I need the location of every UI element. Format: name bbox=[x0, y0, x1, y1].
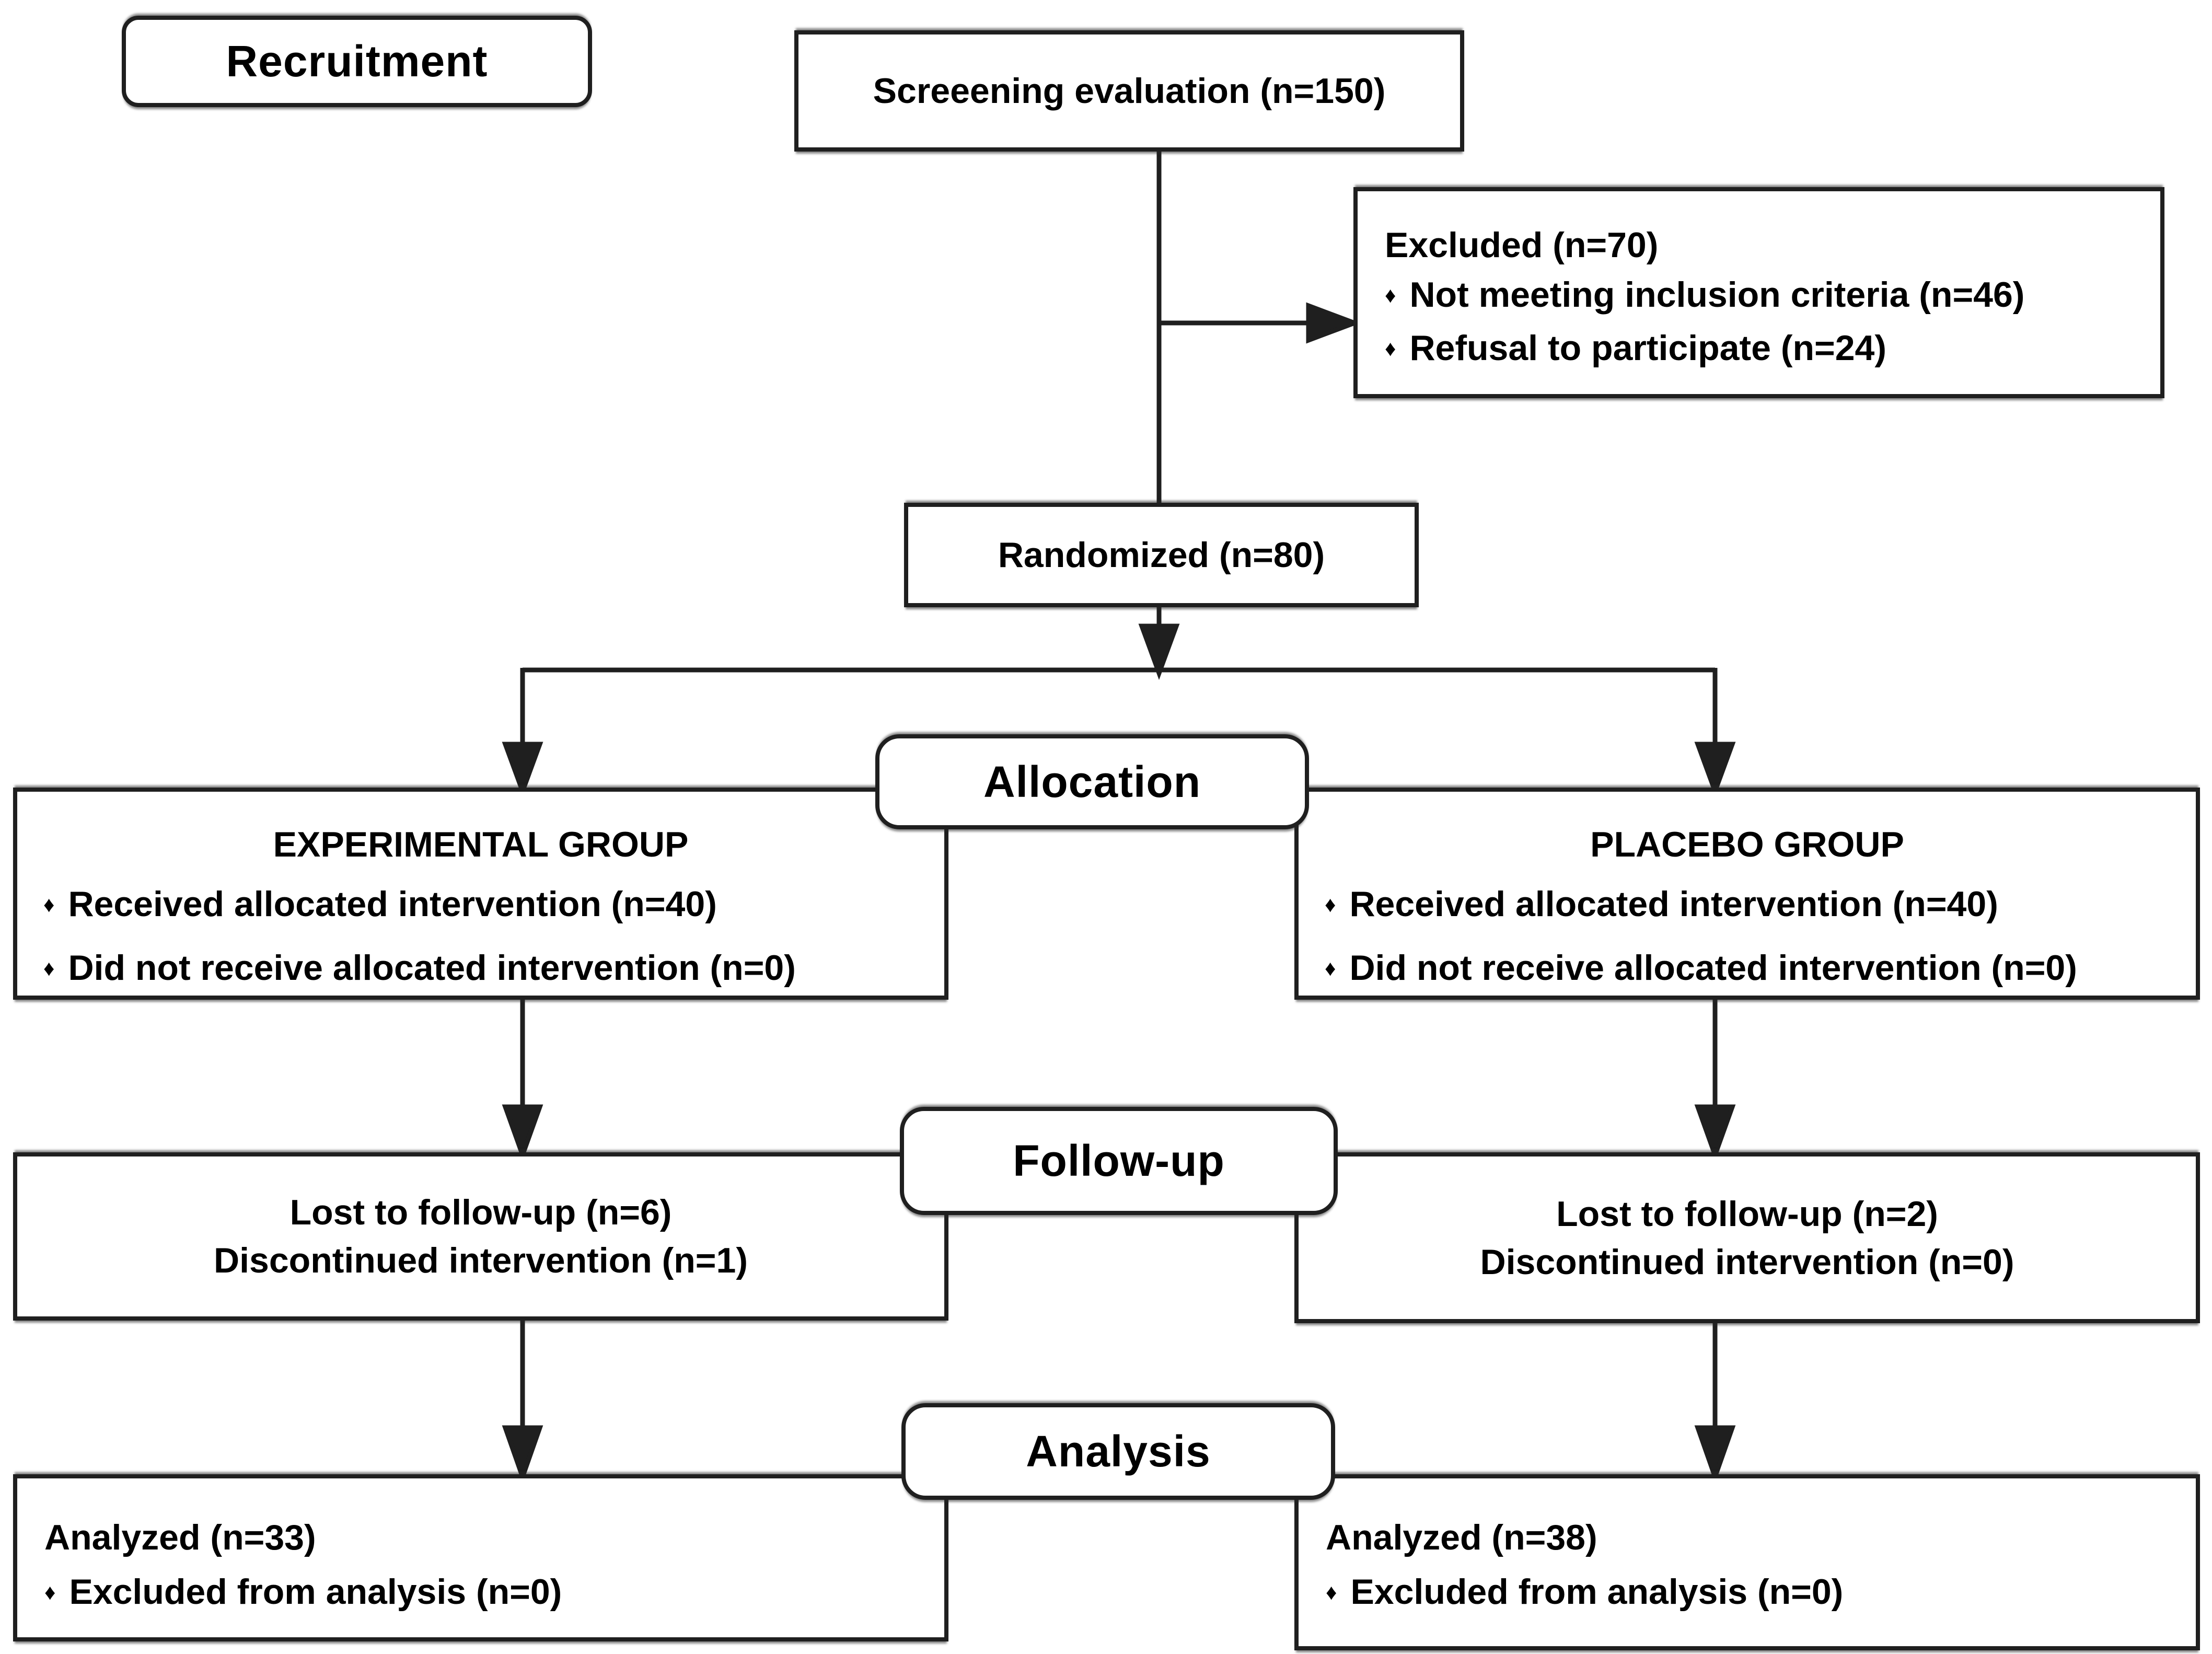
analysis-left-item: ♦ Excluded from analysis (n=0) bbox=[44, 1567, 917, 1621]
placebo-group-title: PLACEBO GROUP bbox=[1590, 825, 1904, 864]
bullet-diamond-icon: ♦ bbox=[1326, 1580, 1337, 1604]
allocation-label: Allocation bbox=[983, 757, 1201, 806]
placebo-item: ♦ Did not receive allocated intervention… bbox=[1325, 942, 2170, 999]
arrowhead-followup-right bbox=[1694, 1104, 1736, 1162]
arrowhead-experimental bbox=[502, 742, 543, 799]
bullet-diamond-icon: ♦ bbox=[1325, 892, 1336, 917]
arrowhead-followup-left bbox=[502, 1104, 543, 1162]
bullet-diamond-icon: ♦ bbox=[43, 956, 55, 980]
analysis-left-item-text: Excluded from analysis (n=0) bbox=[69, 1572, 562, 1612]
placebo-group-box: PLACEBO GROUP ♦ Received allocated inter… bbox=[1294, 788, 2200, 1000]
analysis-right-box: Analyzed (n=38) ♦ Excluded from analysis… bbox=[1294, 1474, 2200, 1650]
excluded-title: Excluded (n=70) bbox=[1385, 225, 1659, 265]
followup-right-line: Lost to follow-up (n=2) bbox=[1556, 1194, 1938, 1234]
arrowhead-analysis-left bbox=[502, 1425, 543, 1484]
analysis-right-item: ♦ Excluded from analysis (n=0) bbox=[1326, 1567, 2169, 1621]
followup-left-line: Discontinued intervention (n=1) bbox=[214, 1241, 748, 1280]
placebo-item-text: Received allocated intervention (n=40) bbox=[1349, 884, 1998, 924]
experimental-group-box: EXPERIMENTAL GROUP ♦ Received allocated … bbox=[13, 788, 948, 1000]
arrowhead-placebo bbox=[1694, 742, 1736, 799]
arrowhead-analysis-right bbox=[1694, 1425, 1736, 1484]
excluded-item: ♦ Not meeting inclusion criteria (n=46) bbox=[1385, 271, 2133, 323]
experimental-item: ♦ Received allocated intervention (n=40) bbox=[43, 878, 918, 935]
analysis-label-box: Analysis bbox=[901, 1403, 1335, 1500]
experimental-item-text: Received allocated intervention (n=40) bbox=[68, 884, 717, 924]
allocation-label-box: Allocation bbox=[875, 734, 1309, 829]
excluded-item: ♦ Refusal to participate (n=24) bbox=[1385, 324, 2133, 377]
experimental-item-text: Did not receive allocated intervention (… bbox=[68, 948, 796, 988]
screening-box: Screeening evaluation (n=150) bbox=[794, 30, 1464, 152]
experimental-group-title: EXPERIMENTAL GROUP bbox=[273, 825, 689, 864]
randomized-box: Randomized (n=80) bbox=[904, 503, 1419, 607]
followup-label: Follow-up bbox=[1013, 1136, 1225, 1185]
followup-right-line: Discontinued intervention (n=0) bbox=[1480, 1242, 2014, 1282]
bullet-diamond-icon: ♦ bbox=[1325, 956, 1336, 980]
placebo-item: ♦ Received allocated intervention (n=40) bbox=[1325, 878, 2170, 935]
experimental-item: ♦ Did not receive allocated intervention… bbox=[43, 942, 918, 999]
recruitment-label: Recruitment bbox=[226, 37, 488, 86]
excluded-item-text: Not meeting inclusion criteria (n=46) bbox=[1409, 275, 2025, 315]
randomized-text: Randomized (n=80) bbox=[998, 535, 1325, 575]
followup-right-box: Lost to follow-up (n=2) Discontinued int… bbox=[1294, 1152, 2200, 1323]
arrowhead-excluded bbox=[1306, 302, 1361, 344]
analysis-right-item-text: Excluded from analysis (n=0) bbox=[1350, 1572, 1844, 1612]
excluded-item-text: Refusal to participate (n=24) bbox=[1409, 328, 1886, 368]
followup-left-box: Lost to follow-up (n=6) Discontinued int… bbox=[13, 1152, 948, 1321]
recruitment-label-box: Recruitment bbox=[122, 16, 592, 107]
bullet-diamond-icon: ♦ bbox=[1385, 283, 1396, 307]
followup-left-line: Lost to follow-up (n=6) bbox=[289, 1193, 672, 1232]
analysis-left-title: Analyzed (n=33) bbox=[44, 1518, 316, 1557]
followup-label-box: Follow-up bbox=[900, 1107, 1338, 1215]
analysis-label: Analysis bbox=[1026, 1427, 1211, 1476]
arrowhead-branch-center bbox=[1138, 623, 1180, 680]
placebo-item-text: Did not receive allocated intervention (… bbox=[1349, 948, 2077, 988]
excluded-box: Excluded (n=70) ♦ Not meeting inclusion … bbox=[1353, 187, 2164, 398]
analysis-right-title: Analyzed (n=38) bbox=[1326, 1518, 1597, 1557]
analysis-left-box: Analyzed (n=33) ♦ Excluded from analysis… bbox=[13, 1474, 948, 1641]
screening-text: Screeening evaluation (n=150) bbox=[873, 71, 1386, 111]
bullet-diamond-icon: ♦ bbox=[1385, 336, 1396, 361]
bullet-diamond-icon: ♦ bbox=[44, 1580, 56, 1604]
bullet-diamond-icon: ♦ bbox=[43, 892, 55, 917]
